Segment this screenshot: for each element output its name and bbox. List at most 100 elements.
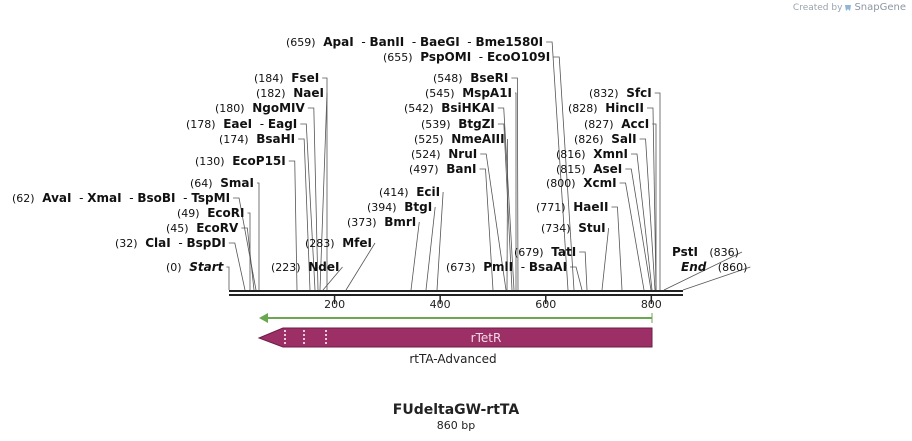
site-label[interactable]: (548) BseRI (433, 71, 508, 85)
enzyme-name: BmrI (384, 215, 416, 229)
site-label[interactable]: (542) BsiHKAI (404, 101, 495, 115)
site-label[interactable]: (0) Start (166, 260, 225, 274)
site-label[interactable]: (673) PmlI - BsaAI (446, 260, 567, 274)
site-label[interactable]: (32) ClaI - BspDI (115, 236, 226, 250)
site-label[interactable]: (49) EcoRI (177, 206, 245, 220)
site-label[interactable]: (800) XcmI (546, 176, 617, 190)
enzyme-name: EcoP15I (232, 154, 286, 168)
site-label[interactable]: (816) XmnI (556, 147, 628, 161)
enzyme-name: HaeII (573, 200, 608, 214)
site-label[interactable]: (828) HincII (568, 101, 644, 115)
site-position: (373) (347, 216, 377, 229)
site-gap (301, 260, 309, 274)
site-leader (322, 266, 343, 291)
site-label[interactable]: (815) AseI (556, 162, 622, 176)
enzyme-name: EcoRV (196, 221, 239, 235)
site-label[interactable]: (184) FseI (254, 71, 319, 85)
site-leader (298, 138, 311, 291)
site-gap (413, 50, 421, 64)
site-position: (734) (541, 222, 571, 235)
site-gap (614, 117, 622, 131)
plasmid-size: 860 bp (436, 419, 476, 432)
enzyme-name: PspOMI (420, 50, 471, 64)
site-label[interactable]: (180) NgoMIV (215, 101, 306, 115)
site-gap (245, 101, 253, 115)
site-leader (570, 266, 583, 291)
site-label[interactable]: (174) BsaHI (219, 132, 295, 146)
site-label[interactable]: (130) EcoP15I (195, 154, 286, 168)
site-gap (441, 147, 449, 161)
site-label[interactable]: (45) EcoRV (166, 221, 239, 235)
site-position: (815) (556, 163, 586, 176)
site-gap (586, 162, 594, 176)
site-label[interactable]: (771) HaeII (536, 200, 608, 214)
site-gap (182, 260, 190, 274)
site-position: (826) (574, 133, 604, 146)
site-leader-lines (226, 41, 751, 291)
feature-rtta-advanced[interactable] (259, 313, 653, 323)
site-leader (506, 138, 509, 291)
site-gap (619, 86, 627, 100)
site-label[interactable]: (525) NmeAIII (414, 132, 505, 146)
enzyme-name: EcoRI (207, 206, 244, 220)
ruler-tick-label: 200 (324, 298, 345, 311)
site-gap (586, 147, 594, 161)
site-gap (455, 86, 463, 100)
site-position: (673) (446, 261, 476, 274)
site-gap (335, 236, 343, 250)
site-label[interactable]: (539) BtgZI (421, 117, 495, 131)
site-gap (706, 260, 717, 274)
site-label[interactable]: (659) ApaI - BanII - BaeGI - Bme1580I (286, 35, 543, 49)
site-leader (546, 41, 569, 291)
site-leader (682, 266, 751, 291)
site-leader (288, 160, 298, 291)
site-leader (553, 56, 575, 291)
site-label[interactable]: (679) TatI (514, 245, 576, 259)
site-label[interactable]: (832) SfcI (589, 86, 652, 100)
site-label[interactable]: (64) SmaI (190, 176, 254, 190)
site-label[interactable]: (414) EciI (379, 185, 440, 199)
site-label[interactable]: (827) AccI (584, 117, 649, 131)
site-gap (284, 71, 292, 85)
site-leader (226, 266, 230, 290)
site-gap (566, 200, 574, 214)
site-gap (698, 245, 709, 259)
site-gap (225, 154, 233, 168)
enzyme-name: SmaI (220, 176, 254, 190)
site-label[interactable]: (283) MfeI (305, 236, 372, 250)
site-label[interactable]: (394) BtgI (367, 200, 432, 214)
enzyme-name: BtgI (404, 200, 432, 214)
site-label[interactable]: End (860) (681, 260, 747, 274)
enzyme-name: Bme1580I (475, 35, 543, 49)
enzyme-name: BseRI (470, 71, 508, 85)
site-label[interactable]: (545) MspA1I (425, 86, 512, 100)
site-label[interactable]: (373) BmrI (347, 215, 416, 229)
site-label[interactable]: (655) PspOMI - EcoO109I (383, 50, 550, 64)
site-label[interactable]: (734) StuI (541, 221, 606, 235)
enzyme-name: TatI (551, 245, 576, 259)
site-label[interactable]: (182) NaeI (256, 86, 324, 100)
site-label[interactable]: (62) AvaI - XmaI - BsoBI - TspMI (12, 191, 230, 205)
site-position: (283) (305, 237, 335, 250)
enzyme-name: NmeAIII (451, 132, 504, 146)
feature-rtetr[interactable]: rTetR (257, 327, 653, 348)
site-leader (497, 123, 513, 291)
site-label[interactable]: (826) SalI (574, 132, 637, 146)
enzyme-name: MfeI (342, 236, 372, 250)
enzyme-name: SalI (611, 132, 636, 146)
site-position: (828) (568, 102, 598, 115)
site-gap (213, 176, 221, 190)
site-label[interactable]: (178) EaeI - EagI (186, 117, 297, 131)
site-gap (216, 117, 224, 131)
plasmid-name: FUdeltaGW-rtTA (392, 402, 520, 418)
site-label[interactable]: (223) NdeI (271, 260, 339, 274)
site-position: (771) (536, 201, 566, 214)
site-gap (576, 176, 584, 190)
site-gap (444, 132, 452, 146)
site-label[interactable]: PstI (836) (672, 245, 739, 259)
site-gap (571, 221, 579, 235)
site-label[interactable]: (524) NruI (411, 147, 477, 161)
enzyme-name: NaeI (293, 86, 324, 100)
enzyme-name: EcoO109I (487, 50, 550, 64)
site-label[interactable]: (497) BanI (409, 162, 477, 176)
